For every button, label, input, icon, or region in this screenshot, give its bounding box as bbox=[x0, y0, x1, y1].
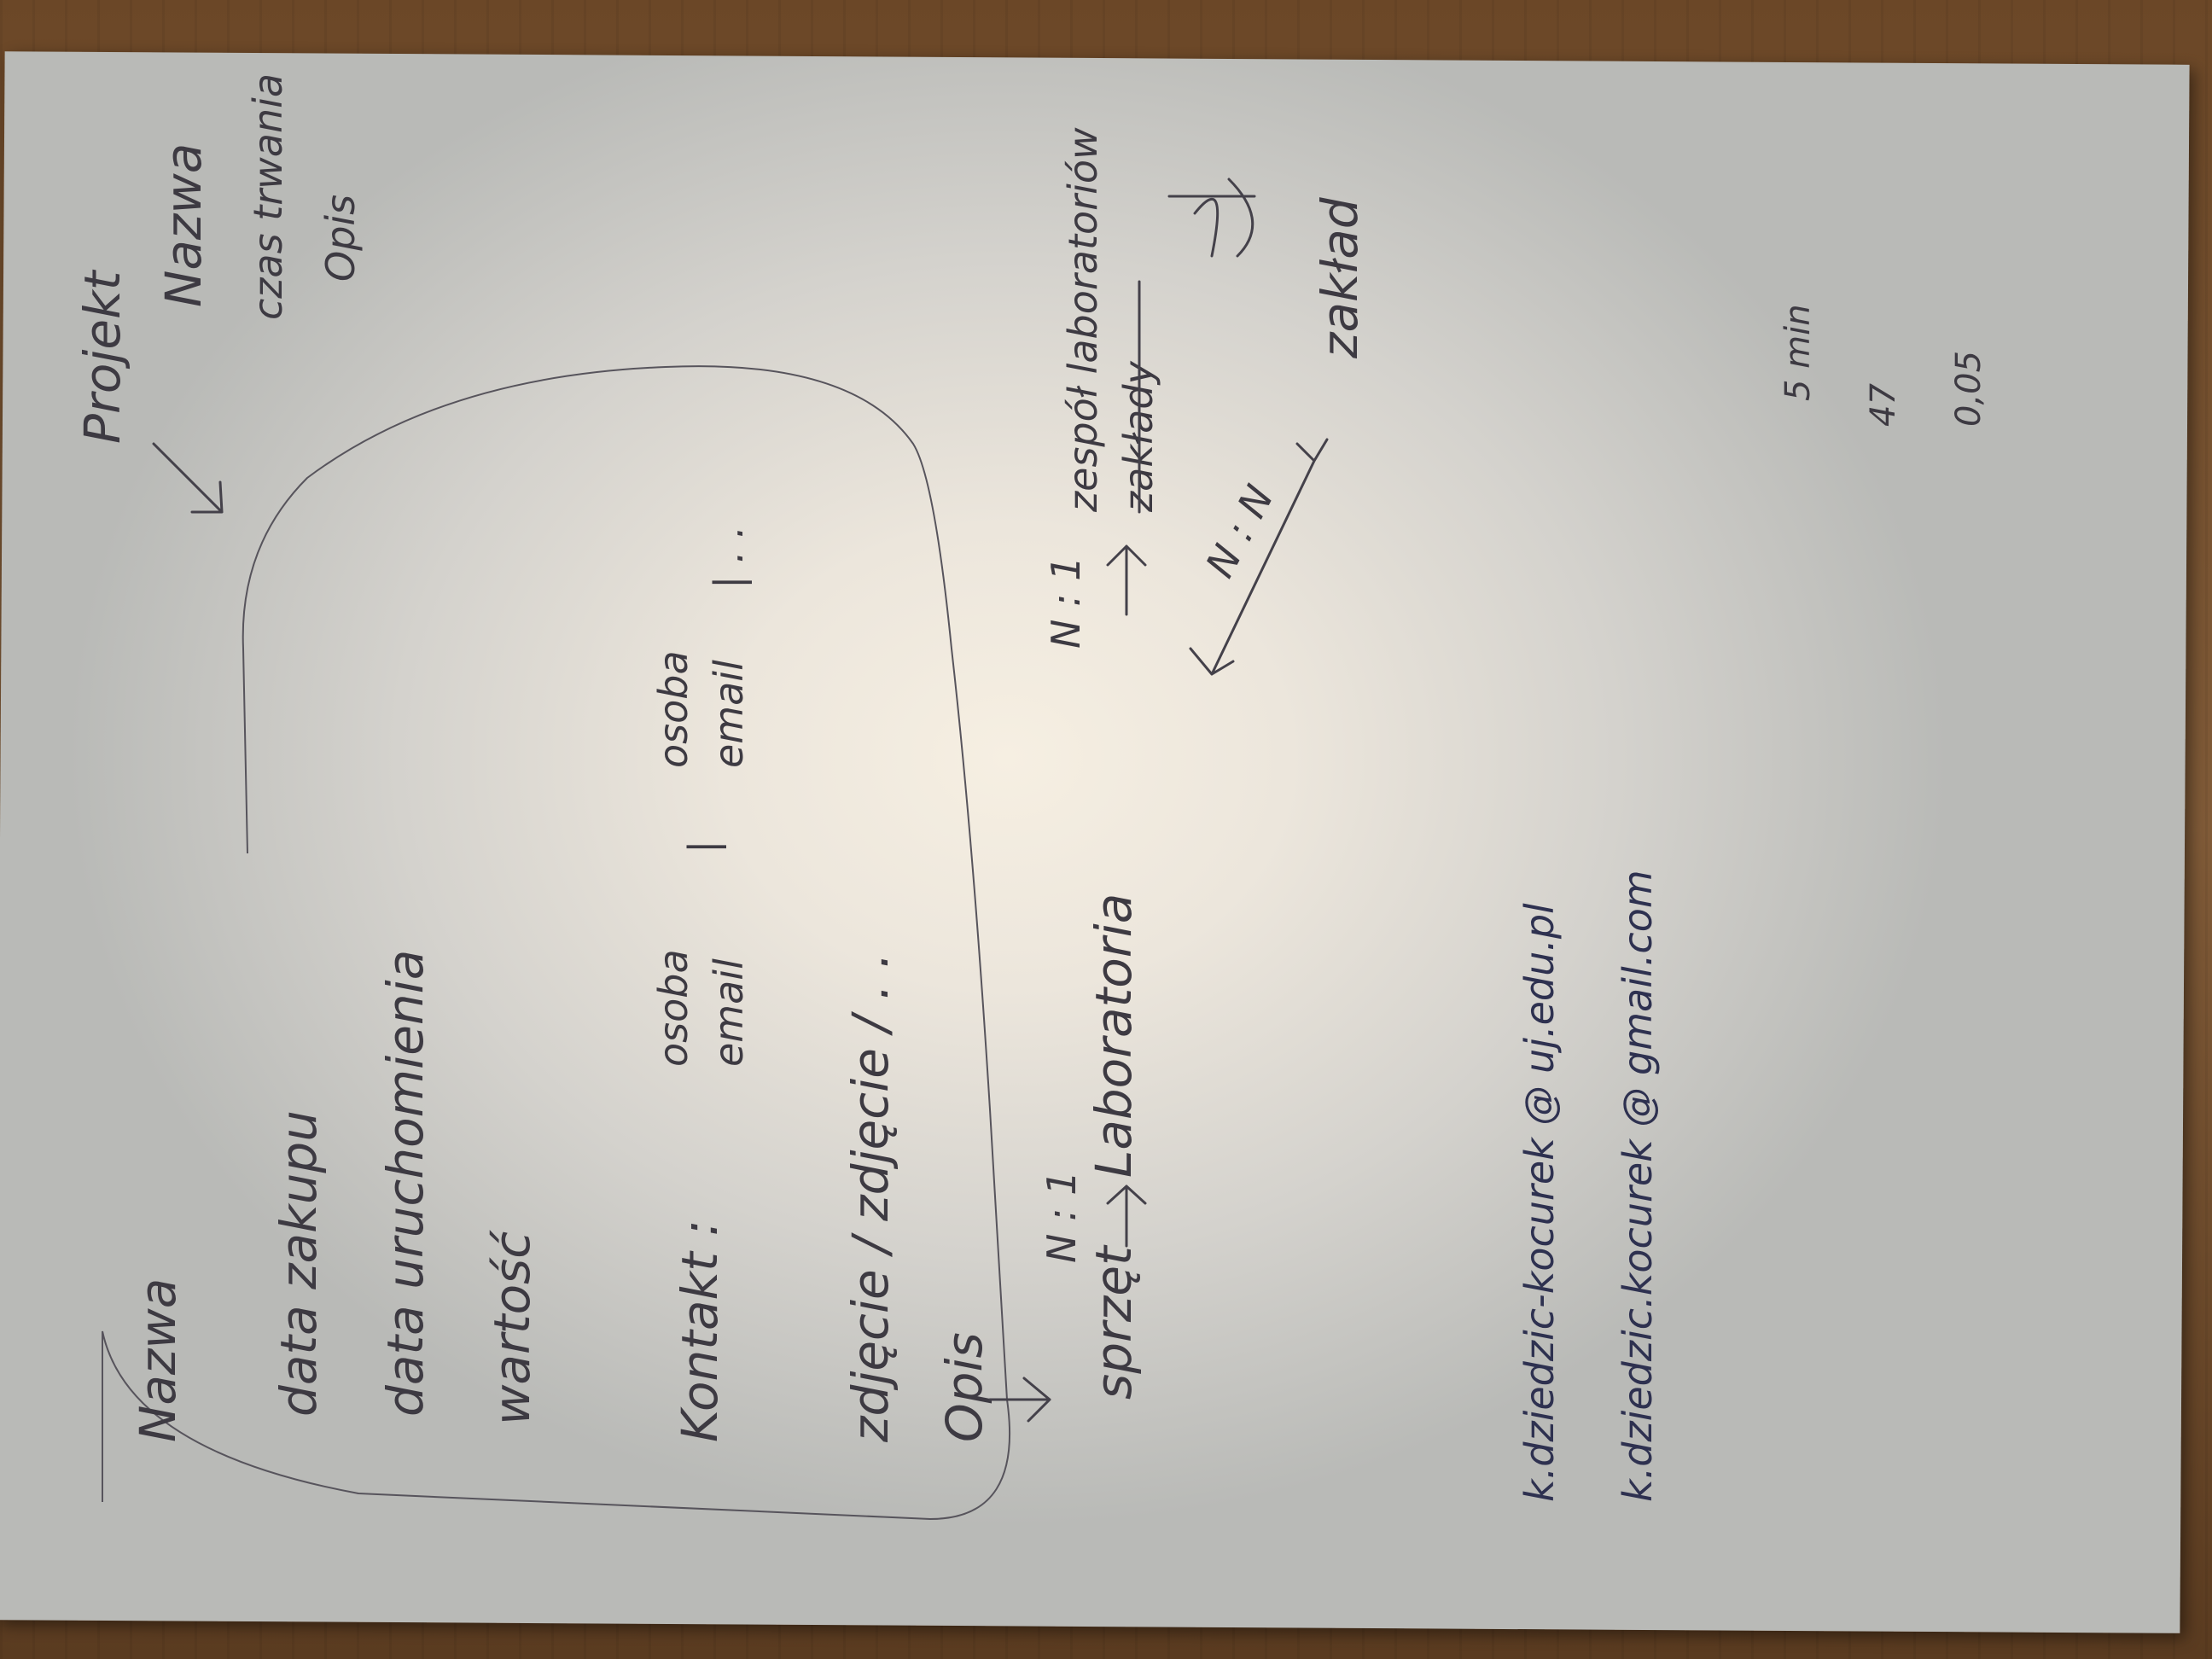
entity-zdjecie: zdjęcie / zdjęcie / . . bbox=[841, 952, 899, 1443]
relation-n1-a: N : 1 bbox=[1039, 1171, 1085, 1263]
scribble-mark bbox=[1167, 178, 1256, 258]
kontakt-col2-osoba: osoba bbox=[650, 650, 696, 768]
number-line1: 5 min bbox=[1778, 304, 1818, 401]
arrow-to-sprzet bbox=[988, 1377, 1051, 1423]
arrow-sprzet-laboratoria bbox=[1106, 1185, 1147, 1248]
relation-laboratoria: Laboratoria bbox=[1085, 894, 1143, 1178]
kontakt-col1-email: email bbox=[706, 958, 752, 1067]
number-line3: 0,05 bbox=[1949, 351, 1988, 427]
kontakt-separator: | bbox=[680, 841, 727, 854]
entity-data-uruchomienia: data uruchomienia bbox=[376, 950, 434, 1417]
relation-zespol-laboratoriow: zespół laboratoriów bbox=[1060, 127, 1106, 513]
entity-data-zakupu: data zakupu bbox=[270, 1110, 328, 1417]
relation-sprzet: sprzęt bbox=[1085, 1244, 1143, 1400]
email-uj: k.dziedzic-kocurek @ uj.edu.pl bbox=[1516, 903, 1563, 1502]
projekt-opis: Opis bbox=[317, 195, 364, 282]
relation-nn: N : N bbox=[1196, 478, 1283, 585]
kontakt-more: | . . bbox=[706, 526, 753, 589]
arrow-nn-diagonal bbox=[1189, 438, 1329, 676]
entity-opis: Opis bbox=[935, 1332, 993, 1442]
projekt-nazwa: Nazwa bbox=[154, 143, 212, 307]
projekt-czas-trwania: czas trwania bbox=[245, 73, 291, 320]
kontakt-col1-osoba: osoba bbox=[650, 949, 696, 1067]
relation-zaklad: zakład bbox=[1311, 196, 1369, 359]
kontakt-col2-email: email bbox=[706, 660, 752, 768]
arrow-laboratoria-zespol bbox=[1106, 544, 1147, 616]
relation-n1-b: N : 1 bbox=[1043, 556, 1089, 649]
entity-kontakt: Kontakt : bbox=[671, 1220, 729, 1442]
number-line2: 47 bbox=[1864, 383, 1903, 427]
entity-outline-curve bbox=[102, 365, 1011, 1521]
projekt-title: Projekt bbox=[73, 269, 131, 444]
entity-nazwa: Nazwa bbox=[129, 1278, 187, 1442]
email-gmail: k.dziedzic.kocurek @ gmail.com bbox=[1615, 870, 1661, 1502]
entity-wartosc: wartość bbox=[483, 1230, 541, 1425]
arrow-to-projekt bbox=[152, 442, 224, 514]
